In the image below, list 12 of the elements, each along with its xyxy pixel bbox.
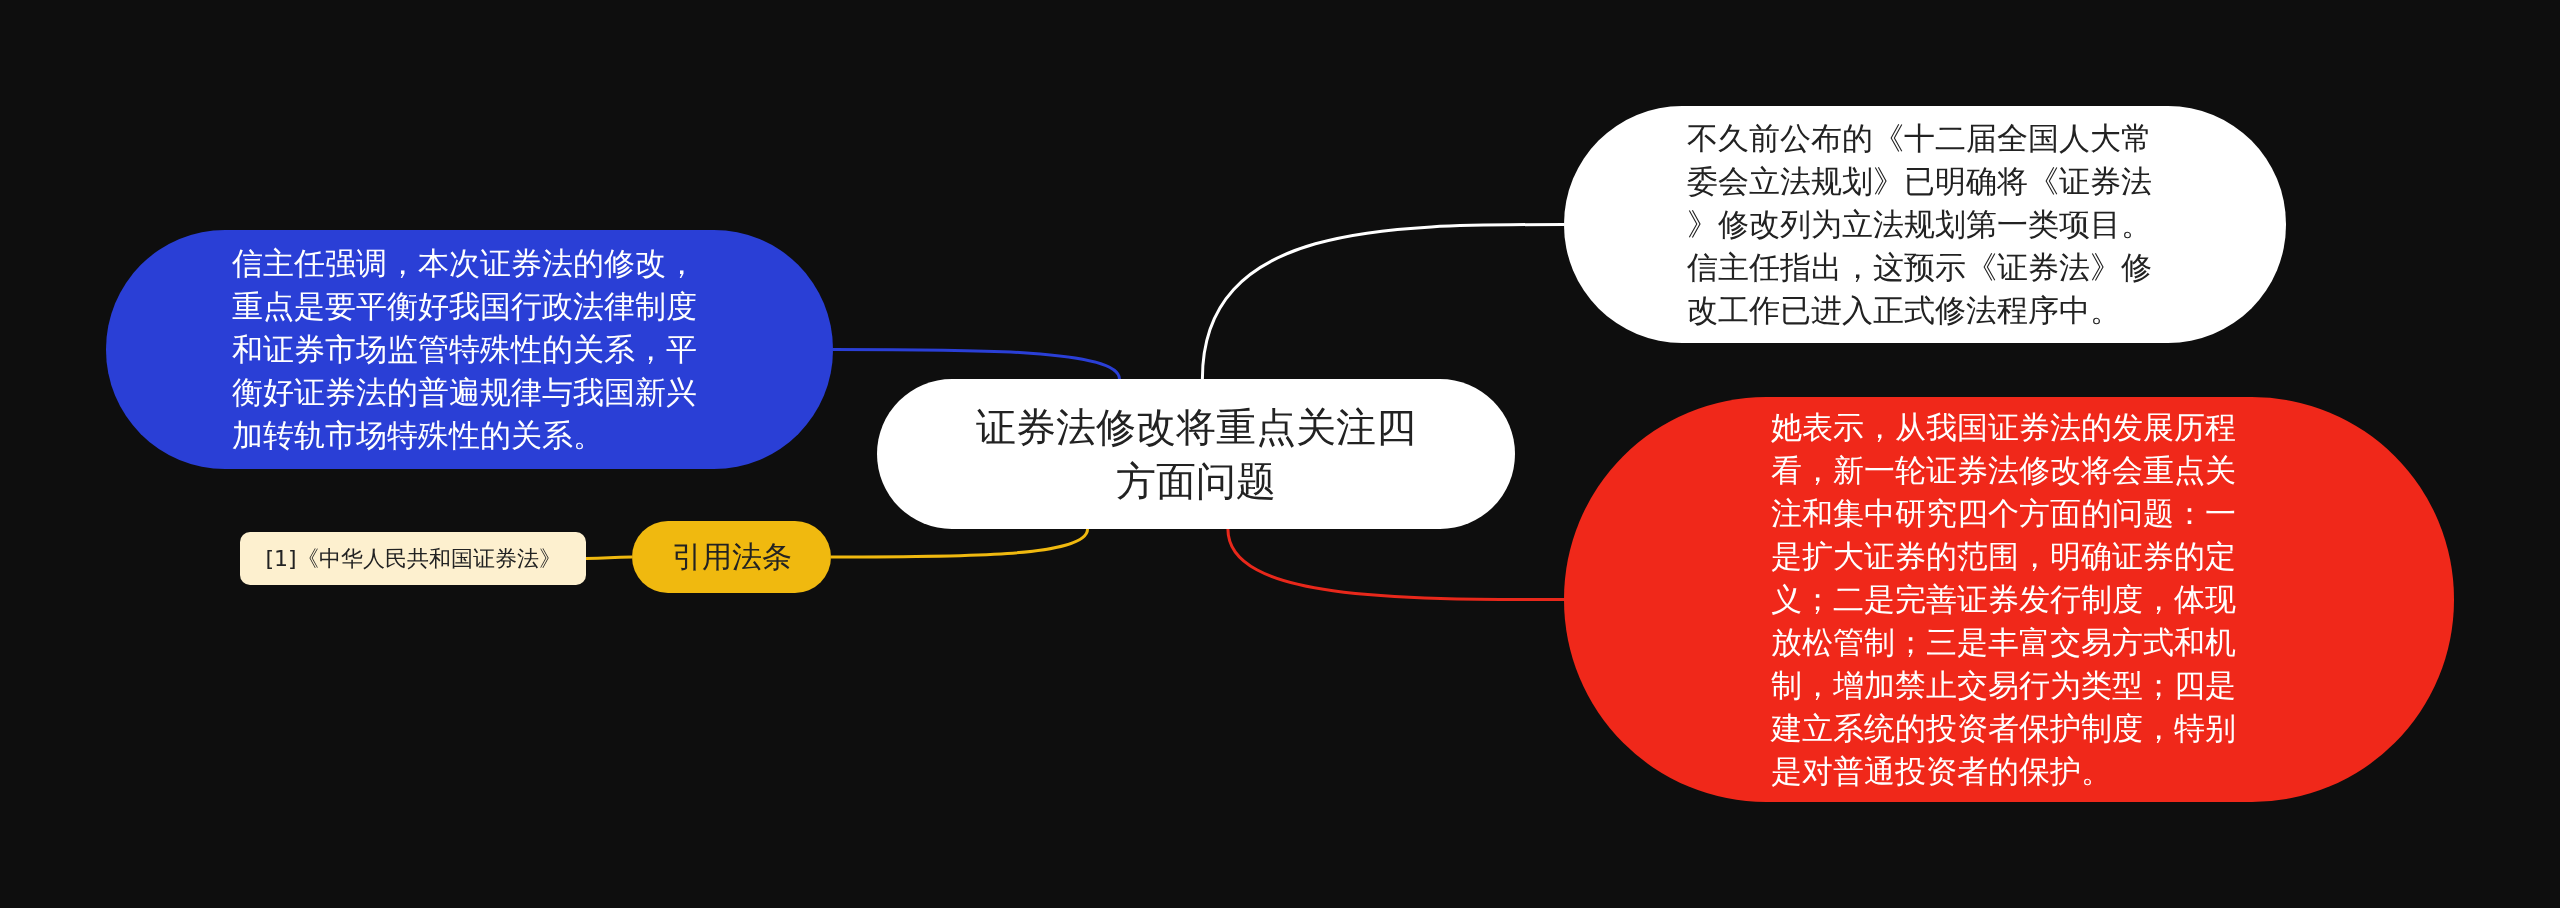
connector <box>833 348 1121 380</box>
connector <box>1200 223 1564 380</box>
reference-tag <box>240 532 586 585</box>
node-text: 信主任强调，本次证券法的修改，重点是要平衡好我国行政法律制度和证券市场监管特殊性的关系，平衡好证券法的普遍规律与我国新兴加转轨市场特殊性的关系。 <box>231 244 698 455</box>
connector <box>831 528 1089 559</box>
node-text: 证券法修改将重点关注四方面问题 <box>975 403 1417 506</box>
node-text: 不久前公布的《十二届全国人大常委会立法规划》已明确将《证券法》修改列为立法规划第一类项目。信主任指出，这预示《证券法》修改工作已进入正式修法程序中。 <box>1687 119 2153 330</box>
node-text: [1]《中华人民共和国证券法》 <box>264 544 562 573</box>
connector <box>1226 528 1564 601</box>
node-text: 引用法条 <box>670 538 793 576</box>
connector <box>586 555 632 560</box>
node-text: 她表示，从我国证券法的发展历程看，新一轮证券法修改将会重点关注和集中研究四个方面的问题：一是扩大证券的范围，明确证券的定义；二是完善证券发行制度，体现放松管制；三是丰富交易方式和机制，增加禁止交易行为类型；四是建立系统的投资者保护制度，特别是对普通投资者的保护。 <box>1771 408 2237 791</box>
